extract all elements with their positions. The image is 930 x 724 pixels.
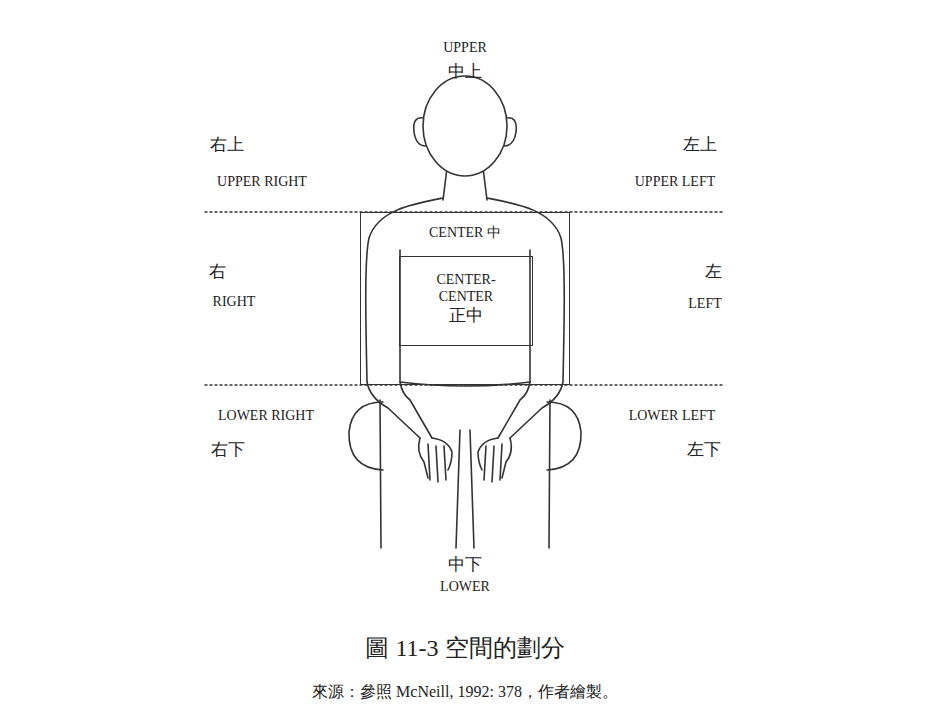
region-label: 左上 — [683, 136, 717, 155]
center-region: CENTER 中 CENTER- CENTER正中 — [360, 212, 570, 385]
figure-caption: 圖 11-3 空間的劃分 — [365, 635, 564, 661]
region-label: LOWER LEFT — [629, 408, 716, 423]
region-label: 右 — [209, 263, 226, 282]
region-text: 正中 — [449, 306, 483, 326]
region-label: 中下 — [448, 556, 482, 575]
region-text: CENTER 中 — [429, 225, 501, 242]
region-label: LOWER — [440, 579, 490, 594]
source-note: 來源：參照 McNeill, 1992: 378，作者繪製。 — [312, 683, 618, 701]
region-label: 左 — [705, 263, 722, 282]
region-label: 右上 — [210, 136, 244, 155]
region-label: RIGHT — [213, 294, 256, 309]
center-center-region: CENTER- CENTER正中 — [399, 256, 533, 346]
region-label: LEFT — [688, 296, 721, 311]
region-text: CENTER- CENTER — [430, 272, 502, 306]
region-label: 中上 — [448, 63, 482, 82]
region-label: 右下 — [211, 441, 245, 460]
region-label: LOWER RIGHT — [218, 408, 314, 423]
region-label: UPPER LEFT — [635, 174, 716, 189]
region-label: UPPER RIGHT — [217, 174, 307, 189]
region-label: 左下 — [687, 441, 721, 460]
region-label: UPPER — [443, 40, 487, 55]
